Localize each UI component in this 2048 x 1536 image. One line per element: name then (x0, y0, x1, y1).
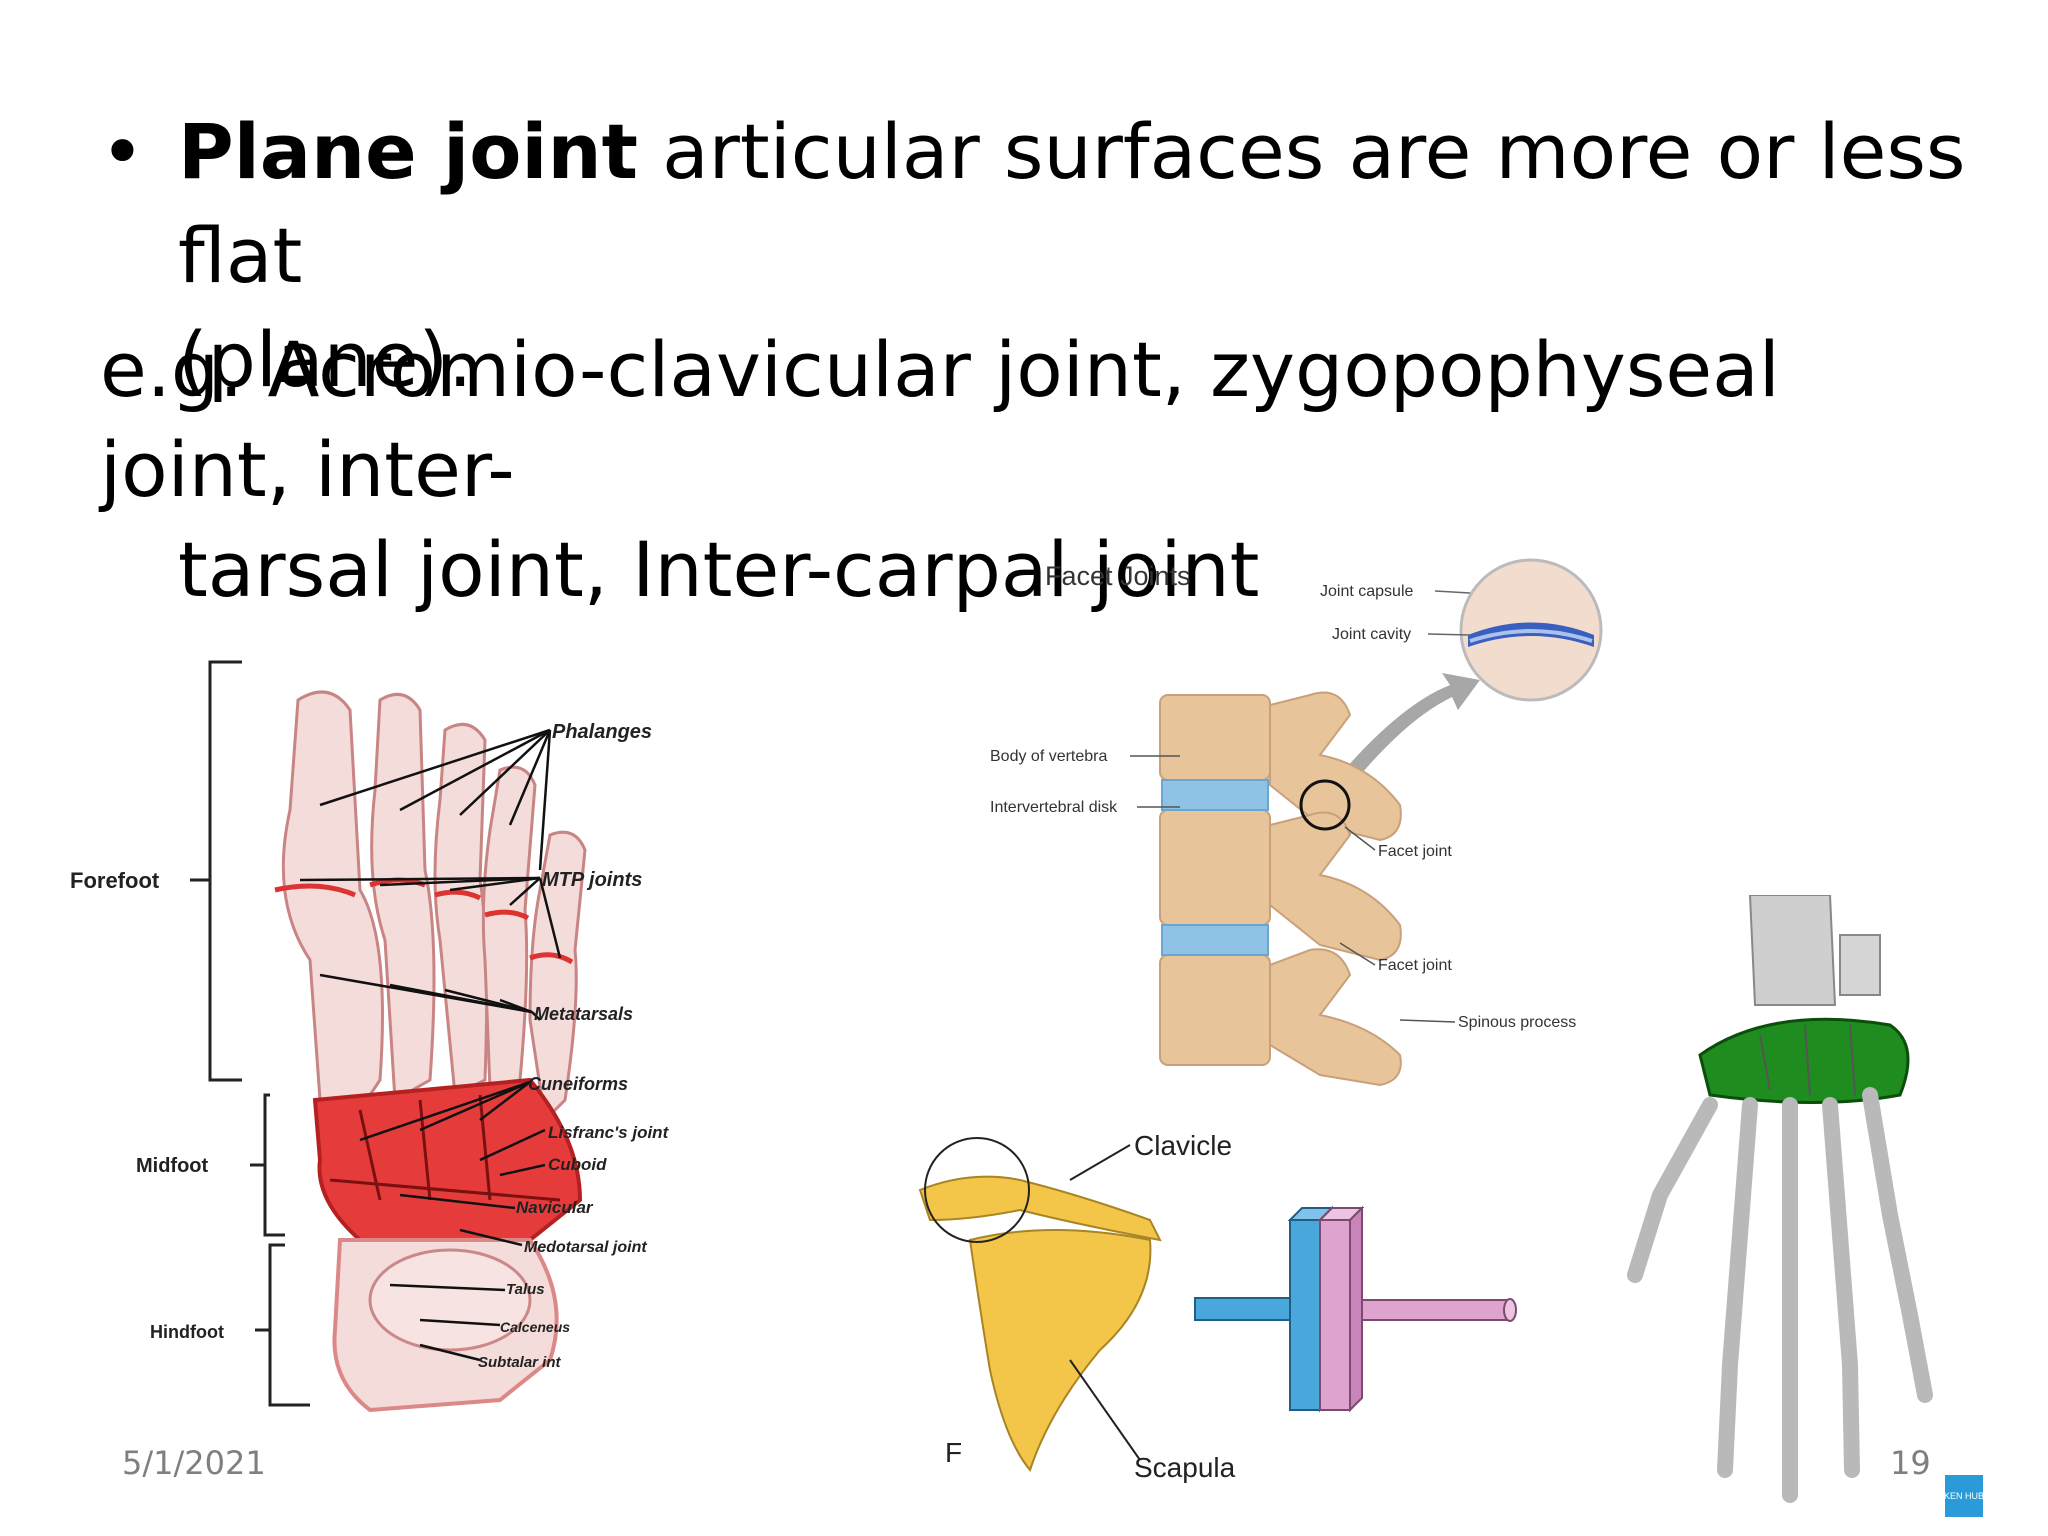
joint-capsule-label: Joint capsule (1320, 583, 1413, 600)
navicular-label: Navicular (516, 1198, 594, 1217)
midfoot-label: Midfoot (136, 1155, 209, 1177)
scapula-shape (968, 1229, 1152, 1473)
clavicle-shape (918, 1175, 1162, 1242)
joint-cavity-label: Joint cavity (1332, 626, 1411, 643)
ulna-bone (1839, 934, 1881, 996)
midfoot-bracket (263, 1093, 285, 1237)
facet-joints-figure: Facet Joints Joint capsule Joint cavity … (990, 558, 1603, 1087)
scapula-label: Scapula (1134, 1452, 1236, 1483)
bullet-definition-cont: (plane). (178, 315, 473, 404)
radius-bone (1748, 895, 1837, 1006)
magnify-arrow (1340, 673, 1480, 785)
shoulder-figure: Clavicle Scapula F (918, 1130, 1236, 1483)
hand-figure: KEN HUB (1627, 895, 1984, 1517)
hindfoot-label: Hindfoot (150, 1322, 224, 1342)
medotarsal-joint-label: Medotarsal joint (524, 1239, 647, 1256)
lisfranc-joint-label: Lisfranc's joint (548, 1123, 670, 1142)
talus-label: Talus (506, 1281, 545, 1298)
plane-joint-model (1194, 1205, 1517, 1413)
calceneus-label: Calceneus (500, 1319, 570, 1335)
bullet-term: Plane joint (178, 107, 638, 196)
forefoot-bracket (208, 660, 242, 1082)
metacarpals-phalanges (1627, 1087, 1933, 1503)
bullet-symbol: • (100, 107, 145, 196)
vertebrae (1159, 691, 1402, 1087)
joint-cavity-shape (1468, 622, 1594, 647)
kenhub-logo-text: KEN HUB (1944, 1491, 1984, 1501)
facet-joint-circle (1299, 779, 1351, 831)
figure-letter-label: F (945, 1437, 962, 1468)
spinous-process-label: Spinous process (1458, 1014, 1576, 1031)
clavicle-label: Clavicle (1134, 1130, 1232, 1161)
intervertebral-disk-label: Intervertebral disk (990, 799, 1118, 816)
midfoot-bones (312, 1077, 583, 1242)
phalanges-label: Phalanges (552, 721, 652, 743)
bullet-definition: articular surfaces are more or less flat (178, 107, 1966, 300)
examples-line-1: e.g. Acromio-clavicular joint, zygopophy… (100, 325, 1780, 514)
examples-paragraph: e.g. Acromio-clavicular joint, zygopophy… (100, 320, 1980, 620)
intervertebral-disks (1161, 779, 1269, 956)
kenhub-logo (1945, 1475, 1983, 1517)
facet-joint-label-2: Facet joint (1378, 957, 1452, 974)
footer-date: 5/1/2021 (122, 1444, 266, 1482)
subtalar-int-label: Subtalar int (478, 1354, 562, 1371)
foot-figure: Forefoot Midfoot Hindfoot (70, 660, 670, 1413)
facet-joints-title: Facet Joints (1045, 561, 1191, 591)
ac-joint-circle (924, 1137, 1030, 1243)
facet-joint-label-1: Facet joint (1378, 843, 1452, 860)
metatarsals-label: Metatarsals (534, 1004, 633, 1024)
cuboid-label: Cuboid (548, 1155, 607, 1174)
hindfoot-bracket (268, 1243, 310, 1407)
body-of-vertebra-label: Body of vertebra (990, 748, 1108, 765)
cuneiforms-label: Cuneiforms (528, 1074, 628, 1094)
bullet-text: Plane joint articular surfaces are more … (178, 100, 1978, 412)
carpal-bones (1698, 1017, 1910, 1104)
forefoot-label: Forefoot (70, 868, 160, 893)
examples-line-2: tarsal joint, Inter-carpal joint (178, 525, 1260, 614)
mtp-joints-label: MTP joints (542, 869, 642, 891)
slide-number: 19 (1890, 1444, 1931, 1482)
